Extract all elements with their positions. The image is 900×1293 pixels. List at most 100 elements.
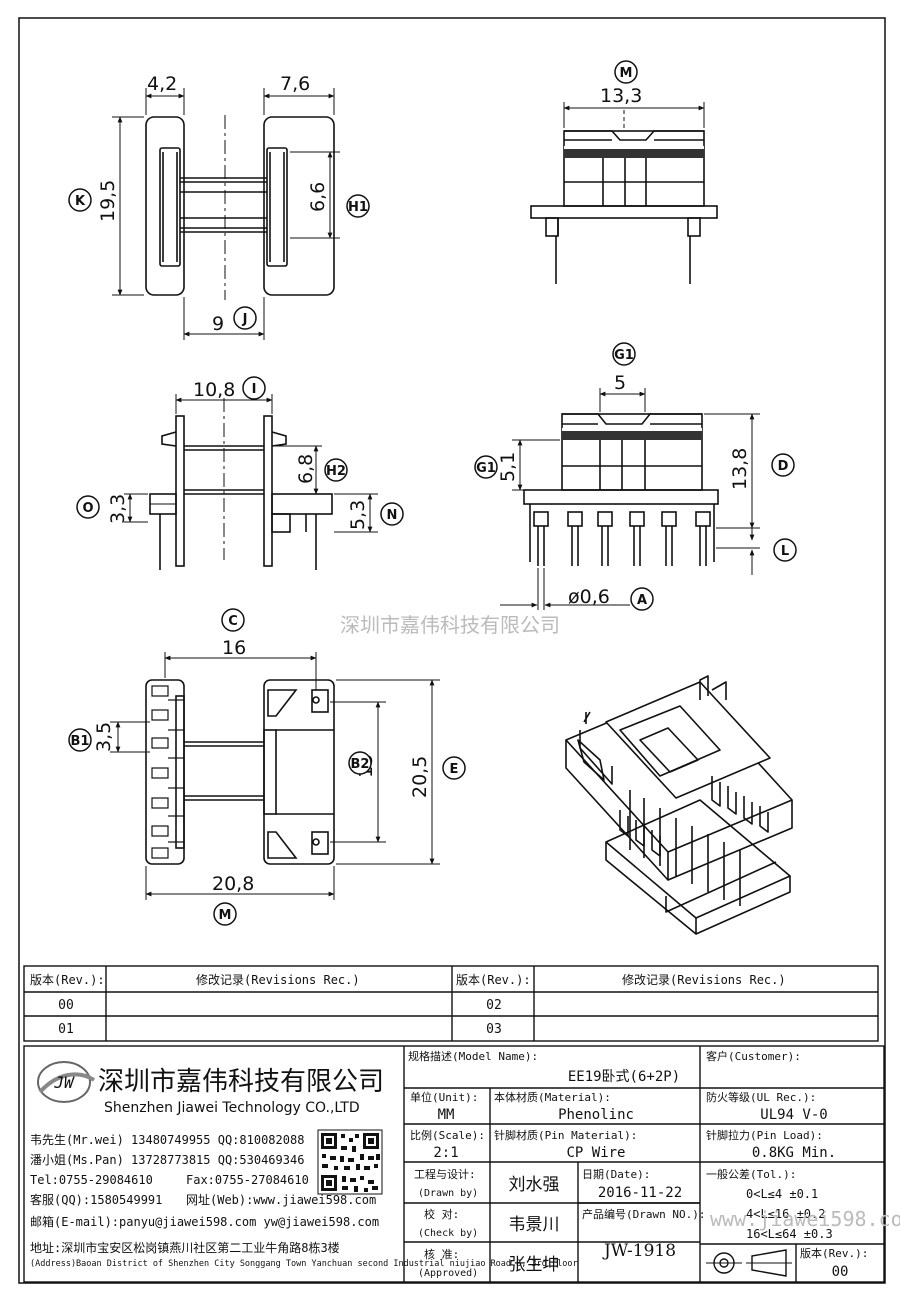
label-g1-left: G1 [476, 461, 496, 476]
drawno-label: 产品编号(Drawn NO.): [582, 1207, 705, 1221]
dim-top-gap: 9 [212, 313, 224, 335]
dim-bottom-e: 20,5 [409, 756, 431, 798]
projection-symbol-icon [706, 1249, 792, 1277]
contact-tel: Tel:0755-29084610 [30, 1173, 153, 1187]
drawn-label: 工程与设计: [414, 1168, 476, 1181]
ul-value: UL94 V-0 [760, 1107, 827, 1123]
drawn-label-en: (Drawn by) [418, 1188, 478, 1199]
dim-top-left-width: 4,2 [147, 73, 177, 95]
watermark-company: 深圳市嘉伟科技有限公司 [340, 613, 560, 637]
unit-label: 单位(Unit): [410, 1090, 478, 1104]
label-g1-top-circle [612, 342, 636, 366]
contact-fax: Fax:0755-27084610 [186, 1173, 309, 1187]
address-cn: 地址:深圳市宝安区松岗镇燕川社区第二工业牛角路8栋3楼 [30, 1240, 340, 1255]
scale-label: 比例(Scale): [410, 1128, 485, 1142]
tolerance-label: 一般公差(Tol.): [706, 1167, 796, 1181]
pin-load-label: 针脚拉力(Pin Load): [706, 1128, 823, 1142]
label-g1-left-circle [474, 455, 498, 479]
material-value: Phenolinc [558, 1107, 634, 1123]
dim-pin-dia: ø0,6 [568, 586, 610, 608]
watermark-url: www.jiawei598.com [710, 1207, 900, 1231]
label-g1-top: G1 [614, 348, 634, 363]
rev-row-00: 00 [58, 998, 74, 1013]
dim-side-h2: 6,8 [295, 454, 317, 484]
label-h1-circle [346, 194, 370, 218]
drawn-value: 刘水强 [509, 1175, 560, 1195]
company-name-cn: 深圳市嘉伟科技有限公司 [98, 1067, 384, 1097]
dim-bottom-m: 20,8 [212, 873, 254, 895]
label-h1: H1 [348, 200, 368, 215]
label-c: C [228, 614, 238, 629]
dim-side-n: 5,3 [347, 500, 369, 530]
label-i-circle [242, 376, 266, 400]
label-a-circle [630, 587, 654, 611]
front-pins-view [500, 388, 760, 610]
label-l-circle [773, 538, 797, 562]
top-view [112, 88, 340, 340]
label-m-bottom: M [219, 908, 232, 923]
approved-label: 核 准: [424, 1247, 459, 1261]
label-l: L [781, 544, 789, 559]
label-c-circle [221, 608, 245, 632]
pin-material-label: 针脚材质(Pin Material): [494, 1128, 637, 1142]
jw-logo: JW [37, 1061, 96, 1103]
label-d-circle [771, 453, 795, 477]
tolerance-3: 16<L≤64 ±0.3 [746, 1227, 833, 1241]
company-name-en: Shenzhen Jiawei Technology CO.,LTD [104, 1100, 360, 1116]
check-value: 韦景川 [509, 1215, 560, 1235]
approved-value: 张生坤 [509, 1255, 560, 1275]
dim-side-width: 10,8 [193, 379, 235, 401]
contact-pan: 潘小姐(Ms.Pan) 13728773815 QQ:530469346 [30, 1153, 304, 1167]
rev-label: 版本(Rev.): [800, 1246, 868, 1260]
dim-bottom-c: 16 [222, 637, 246, 659]
check-label: 校 对: [424, 1207, 459, 1221]
customer-label: 客户(Customer): [706, 1049, 801, 1063]
dim-top-window: 6,6 [307, 182, 329, 212]
revision-table [23, 965, 879, 1042]
label-o: O [82, 501, 93, 516]
label-e: E [450, 762, 459, 777]
ul-label: 防火等级(UL Rec.): [706, 1090, 816, 1104]
dim-front-width: 13,3 [600, 85, 642, 107]
side-view [124, 394, 378, 570]
contact-email: 邮箱(E-mail):panyu@jiawei598.com yw@jiawei… [30, 1214, 379, 1229]
contact-wei: 韦先生(Mr.wei) 13480749955 QQ:810082088 [30, 1133, 304, 1147]
dim-g1-height: 5,1 [497, 452, 519, 482]
label-n-circle [380, 502, 404, 526]
label-d: D [778, 459, 789, 474]
logo-text: JW [53, 1073, 75, 1092]
dim-top-right-width: 7,6 [280, 73, 310, 95]
label-a: A [637, 593, 647, 608]
tolerance-1: 0<L≤4 ±0.1 [746, 1187, 818, 1201]
address-en: (Address)Baoan District of Shenzhen City… [30, 1259, 578, 1269]
dim-d-height: 13,8 [729, 448, 751, 490]
label-i: I [252, 382, 257, 397]
label-k: K [75, 194, 86, 209]
label-o-circle [76, 495, 100, 519]
rec-header-left: 修改记录(Revisions Rec.) [196, 972, 360, 987]
front-view [530, 102, 718, 284]
material-label: 本体材质(Material): [494, 1090, 611, 1104]
date-label: 日期(Date): [582, 1168, 650, 1181]
label-j-circle [233, 306, 257, 330]
rec-header-right: 修改记录(Revisions Rec.) [622, 972, 786, 987]
label-b2-circle [348, 751, 372, 775]
label-n: N [387, 508, 398, 523]
dim-bottom-b1: 3,5 [93, 722, 115, 752]
label-m-top-circle [614, 60, 638, 84]
tolerance-2: 4<L≤16 ±0.2 [746, 1207, 825, 1221]
label-h2: H2 [326, 464, 346, 479]
check-label-en: (Check by) [418, 1228, 478, 1239]
model-label: 规格描述(Model Name): [408, 1049, 538, 1063]
model-value: EE19卧式(6+2P) [568, 1069, 680, 1085]
label-m-bottom-circle [213, 902, 237, 926]
rev-row-02: 02 [486, 998, 502, 1013]
rev-header-left: 版本(Rev.): [30, 973, 105, 987]
label-b2: B2 [351, 757, 370, 772]
label-b1: B1 [71, 734, 90, 749]
dim-g1-width: 5 [614, 372, 626, 394]
bottom-view [110, 652, 440, 900]
isometric-view [565, 675, 793, 935]
pin-load-value: 0.8KG Min. [752, 1145, 836, 1161]
